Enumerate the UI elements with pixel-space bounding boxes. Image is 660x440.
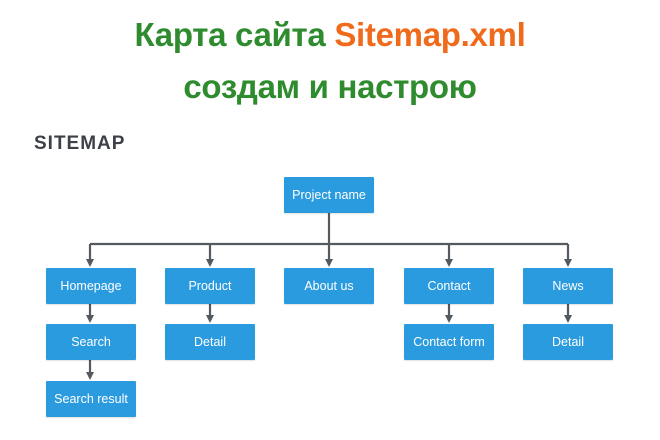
title-highlight: Sitemap.xml <box>334 16 526 53</box>
node-product-detail: Detail <box>165 324 255 360</box>
node-homepage: Homepage <box>46 268 136 304</box>
page-title-line-2: создам и настрою <box>183 68 477 105</box>
node-news: News <box>523 268 613 304</box>
node-search-result: Search result <box>46 381 136 417</box>
title-text: Карта сайта <box>134 16 335 53</box>
sitemap-label: SITEMAP <box>34 133 126 154</box>
node-project-name: Project name <box>284 177 374 213</box>
node-product: Product <box>165 268 255 304</box>
node-contact: Contact <box>404 268 494 304</box>
page-title-line-1: Карта сайта Sitemap.xml <box>0 15 660 55</box>
node-about-us: About us <box>284 268 374 304</box>
node-news-detail: Detail <box>523 324 613 360</box>
node-search: Search <box>46 324 136 360</box>
node-contact-form: Contact form <box>404 324 494 360</box>
